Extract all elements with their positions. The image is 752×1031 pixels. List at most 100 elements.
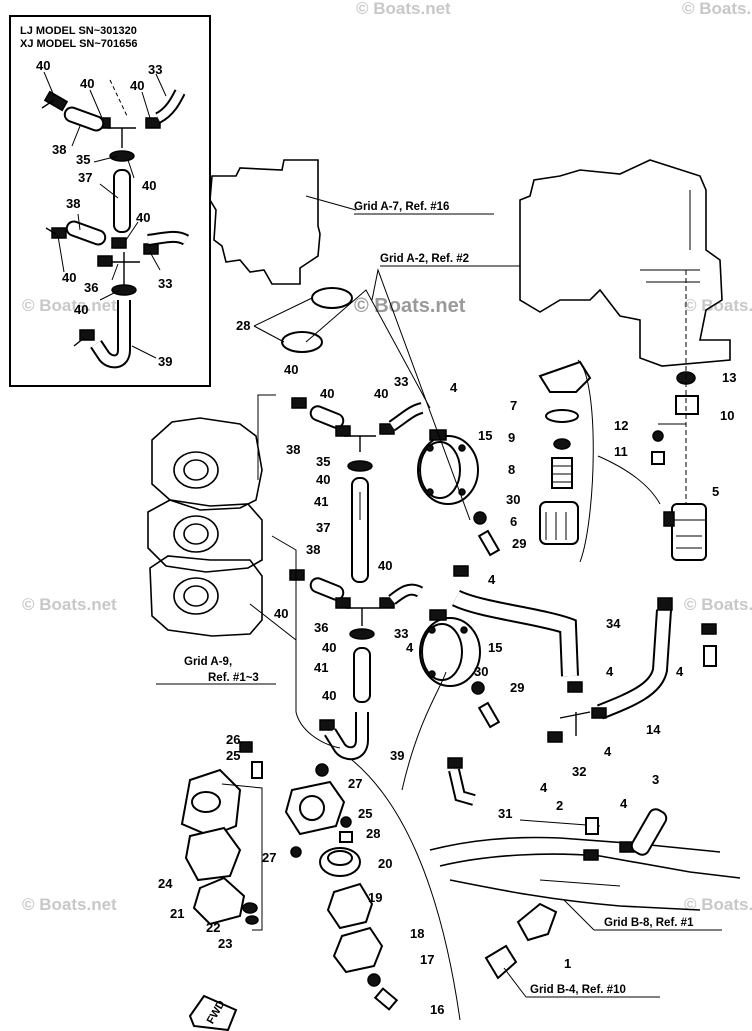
hose-37	[351, 477, 369, 583]
watermark: © Boats.net	[22, 296, 117, 315]
callout: 40	[374, 386, 388, 401]
callout: 40	[74, 302, 88, 317]
callout: 12	[614, 418, 628, 433]
gasket-19	[326, 882, 374, 930]
callout: 40	[36, 58, 50, 73]
watermark: © Boats.net	[682, 0, 752, 18]
callout: 24	[158, 876, 173, 891]
callout: 16	[430, 1002, 444, 1017]
callout: 1	[564, 956, 571, 971]
callout: 23	[218, 936, 232, 951]
callout: 33	[158, 276, 172, 291]
callout: 4	[406, 640, 414, 655]
fwd-arrow-icon	[188, 994, 238, 1031]
callout: 27	[262, 850, 276, 865]
callout: 38	[286, 442, 300, 457]
callout: 32	[572, 764, 586, 779]
filter-bracket	[538, 360, 592, 393]
callout: 11	[614, 444, 628, 459]
model-inset: LJ MODEL SN~301320 XJ MODEL SN~701656	[9, 15, 211, 387]
callout: 30	[506, 492, 520, 507]
callout: 40	[62, 270, 76, 285]
callout: 9	[508, 430, 515, 445]
inset-hoses	[41, 71, 190, 369]
callout: 33	[148, 62, 162, 77]
watermark: © Boats.net	[354, 295, 466, 317]
callout: 2	[556, 798, 563, 813]
callout: 37	[78, 170, 92, 185]
callout: 4	[606, 664, 614, 679]
grid-references: Grid A-7, Ref. #16 Grid A-2, Ref. #2 Gri…	[156, 195, 722, 998]
callout: 28	[366, 826, 380, 841]
callout: 21	[170, 906, 184, 921]
callout: 35	[76, 152, 90, 167]
callout: 41	[314, 494, 328, 509]
callout: 10	[720, 408, 734, 423]
water-separator	[671, 503, 707, 561]
model-note-line2: XJ MODEL SN~701656	[20, 38, 138, 50]
callout: 4	[620, 796, 628, 811]
callout: 36	[84, 280, 98, 295]
watermark: © Boats.net	[356, 0, 451, 18]
callout: 4	[450, 380, 458, 395]
callout: 40	[130, 78, 144, 93]
callout: 17	[420, 952, 434, 967]
callout: 38	[66, 196, 80, 211]
callout: 40	[322, 688, 336, 703]
gasket-part	[281, 331, 323, 353]
callout: 13	[722, 370, 736, 385]
watermarks: © Boats.net © Boats.net © Boats.net © Bo…	[22, 0, 752, 914]
callout: 38	[306, 542, 320, 557]
gasket-part	[311, 287, 353, 309]
grid-ref-a2: Grid A-2, Ref. #2	[380, 253, 469, 265]
fuel-parts: FWD	[180, 268, 717, 1031]
callout: 38	[52, 142, 66, 157]
callout: 40	[320, 386, 334, 401]
grid-ref-b8: Grid B-8, Ref. #1	[604, 917, 694, 929]
grid-ref-a7: Grid A-7, Ref. #16	[354, 201, 449, 213]
engine-outline	[147, 159, 741, 911]
callout: 40	[316, 472, 330, 487]
callout: 4	[488, 572, 496, 587]
pump-plate-21	[192, 876, 246, 926]
grid-ref-a9: Grid A-9,	[184, 656, 232, 668]
callout: 4	[676, 664, 684, 679]
callout: 5	[712, 484, 719, 499]
callout: 40	[136, 210, 150, 225]
callout: 29	[510, 680, 524, 695]
callout: 14	[646, 722, 661, 737]
callout: 25	[226, 748, 240, 763]
callout: 30	[474, 664, 488, 679]
callout: 33	[394, 626, 408, 641]
callout: 40	[322, 640, 336, 655]
callout: 37	[316, 520, 330, 535]
callout: 8	[508, 462, 515, 477]
callout: 15	[488, 640, 502, 655]
callout: 7	[510, 398, 517, 413]
callout: 15	[478, 428, 492, 443]
callout: 40	[274, 606, 288, 621]
callout: 3	[652, 772, 659, 787]
connector-1	[516, 902, 558, 942]
callout: 40	[378, 558, 392, 573]
watermark: © Boats.net	[684, 595, 752, 614]
callout: 19	[368, 890, 382, 905]
callout: 39	[158, 354, 172, 369]
callout: 4	[604, 744, 612, 759]
grid-ref-a9-refs: Ref. #1~3	[208, 672, 259, 684]
grid-ref-b4: Grid B-4, Ref. #10	[530, 984, 626, 996]
callout: 31	[498, 806, 512, 821]
watermark: © Boats.net	[22, 595, 117, 614]
callout: 29	[512, 536, 526, 551]
watermark: © Boats.net	[684, 895, 752, 914]
fuel-filter-cup	[539, 501, 579, 545]
callout: 22	[206, 920, 220, 935]
callout: 40	[142, 178, 156, 193]
callout: 35	[316, 454, 330, 469]
callout: 41	[314, 660, 328, 675]
model-note-line1: LJ MODEL SN~301320	[20, 25, 137, 37]
callout: 27	[348, 776, 362, 791]
callout: 6	[510, 514, 517, 529]
callout: 28	[236, 318, 250, 333]
